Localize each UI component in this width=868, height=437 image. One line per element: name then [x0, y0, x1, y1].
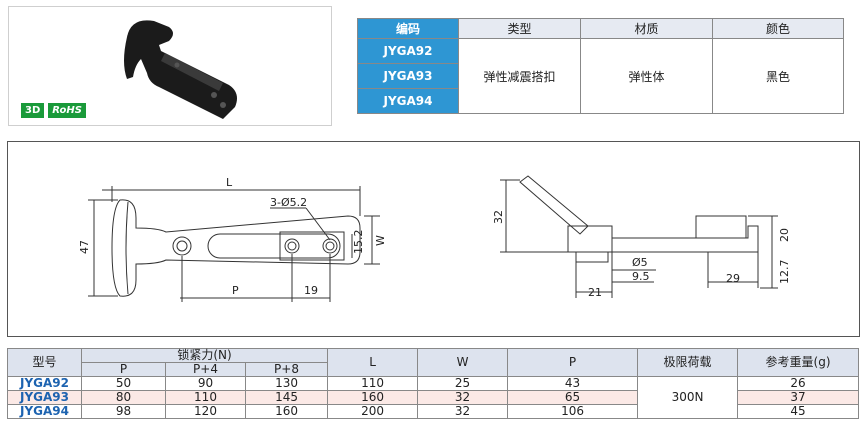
spec-code-cell: JYGA93: [357, 63, 459, 89]
force-p: 98: [81, 404, 166, 419]
dim-W: 32: [417, 390, 509, 405]
dim-L: 200: [327, 404, 419, 419]
dim-label-47: 47: [78, 240, 91, 254]
load-value: 300N: [637, 376, 739, 419]
dim-label-32: 32: [492, 210, 505, 224]
W-header: W: [417, 348, 509, 377]
spec-header-type: 类型: [458, 18, 581, 39]
model-code: JYGA93: [7, 390, 82, 405]
force-p4: 90: [165, 376, 246, 391]
3d-badge: 3D: [21, 103, 45, 118]
product-photo: 3D RoHS: [8, 6, 332, 126]
dim-label-15-2: 15.2: [352, 230, 365, 255]
dim-W: 25: [417, 376, 509, 391]
model-header: 型号: [7, 348, 82, 377]
spec-header-code: 编码: [357, 18, 459, 39]
dim-label-P: P: [232, 284, 239, 297]
dim-P: 65: [507, 390, 639, 405]
dim-label-d5: Ø5: [632, 256, 648, 269]
drawing-canvas: L 3-Ø5.2 47 15.2 W P 19 32 20 Ø5 9.5 21 …: [78, 175, 791, 302]
force-sub-p4: P+4: [165, 362, 246, 377]
force-p8: 160: [244, 404, 329, 419]
weight-header: 参考重量(g): [737, 348, 860, 377]
spec-material-cell: 弹性体: [580, 38, 713, 114]
dim-P: 106: [507, 404, 639, 419]
dim-label-20: 20: [778, 228, 791, 242]
dim-label-L: L: [226, 176, 233, 189]
weight: 26: [737, 376, 860, 391]
P-header: P: [507, 348, 639, 377]
dim-label-21: 21: [588, 286, 602, 299]
weight: 45: [737, 404, 860, 419]
technical-drawing: L 3-Ø5.2 47 15.2 W P 19 32 20 Ø5 9.5 21 …: [7, 141, 860, 337]
force-p4: 110: [165, 390, 246, 405]
force-sub-p8: P+8: [244, 362, 329, 377]
dim-L: 110: [327, 376, 419, 391]
force-sub-p: P: [81, 362, 166, 377]
dimensions-table: 型号 锁紧力(N) L W P 极限荷载 参考重量(g) P P+4 P+8 J…: [7, 348, 860, 419]
force-p8: 130: [244, 376, 329, 391]
dim-L: 160: [327, 390, 419, 405]
spec-table: 编码 类型 材质 颜色 JYGA92 弹性减震搭扣 弹性体 黑色 JYGA93 …: [357, 18, 844, 114]
dim-P: 43: [507, 376, 639, 391]
dim-label-19: 19: [304, 284, 318, 297]
spec-header-material: 材质: [580, 18, 713, 39]
model-code: JYGA92: [7, 376, 82, 391]
dim-label-12-7: 12.7: [778, 260, 791, 285]
force-p8: 145: [244, 390, 329, 405]
dim-label-9-5: 9.5: [632, 270, 650, 283]
table-row: JYGA92 50 90 130 110 25 43 300N 26: [7, 376, 860, 419]
force-p4: 120: [165, 404, 246, 419]
spec-header-color: 颜色: [712, 18, 844, 39]
latch-photo-illustration: [124, 20, 237, 119]
L-header: L: [327, 348, 419, 377]
rohs-badge: RoHS: [48, 103, 86, 118]
force-p: 50: [81, 376, 166, 391]
dim-W: 32: [417, 404, 509, 419]
spec-type-cell: 弹性减震搭扣: [458, 38, 581, 114]
model-code: JYGA94: [7, 404, 82, 419]
dim-label-hole: 3-Ø5.2: [270, 196, 307, 209]
force-header: 锁紧力(N): [80, 348, 329, 363]
dim-label-29: 29: [726, 272, 740, 285]
dim-label-W: W: [374, 235, 387, 246]
spec-code-cell: JYGA92: [357, 38, 459, 64]
table-row: JYGA94 98 120 160 200 32 106 45: [7, 404, 860, 419]
spec-color-cell: 黑色: [712, 38, 844, 114]
load-header: 极限荷载: [637, 348, 739, 377]
force-p: 80: [81, 390, 166, 405]
weight: 37: [737, 390, 860, 405]
spec-code-cell: JYGA94: [357, 88, 459, 114]
